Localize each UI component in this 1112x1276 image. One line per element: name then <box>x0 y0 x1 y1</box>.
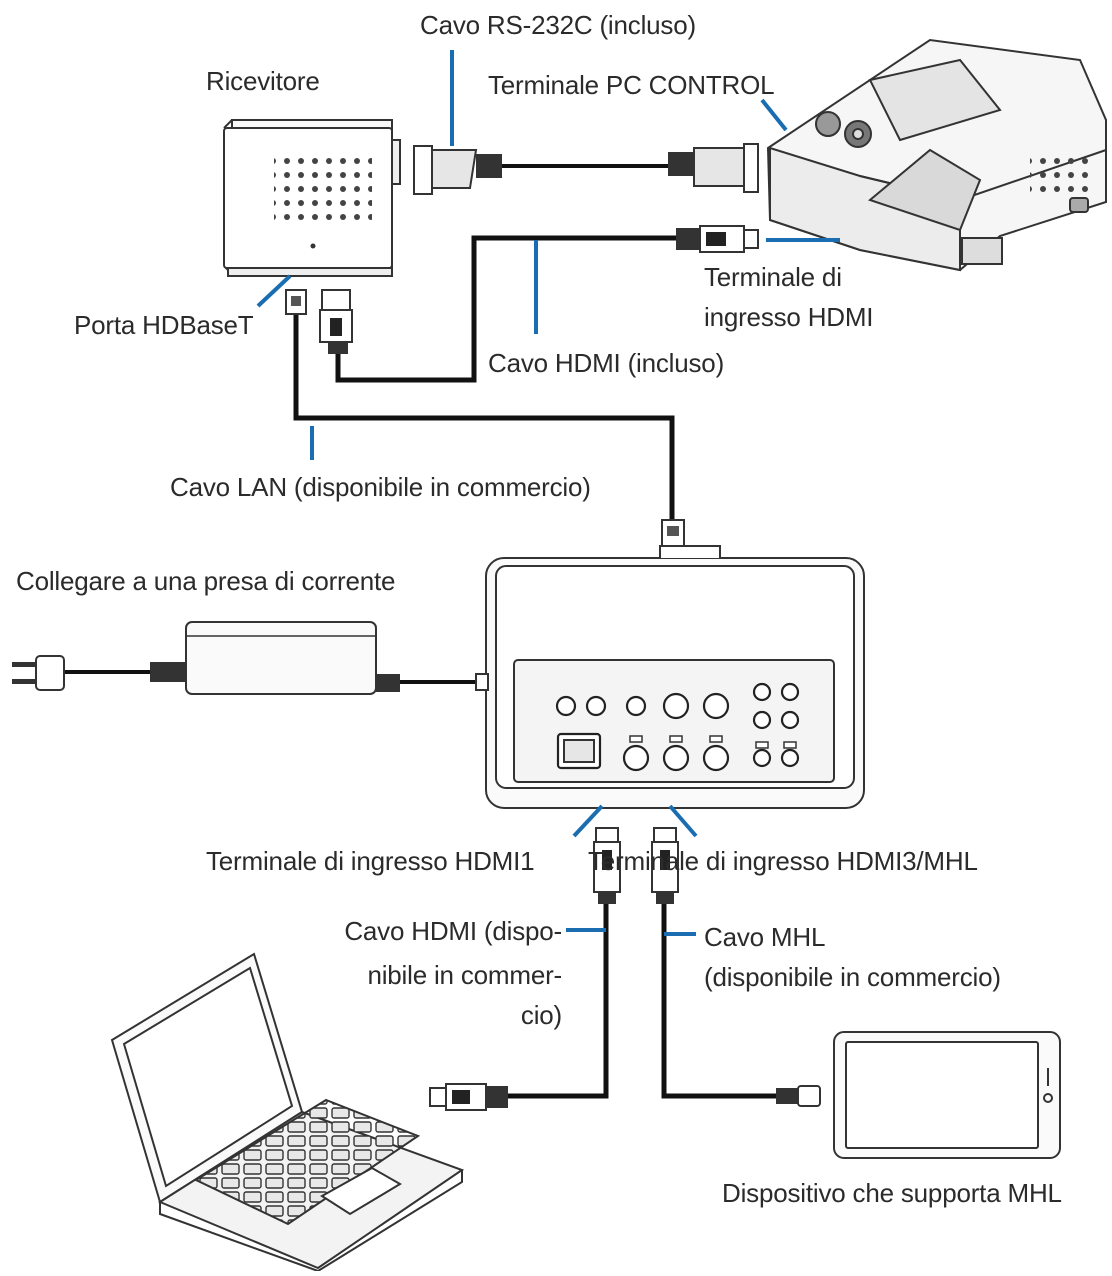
label-mhl-cable-2: (disponibile in commercio) <box>704 962 1001 992</box>
label-mhl-device: Dispositivo che supporta MHL <box>722 1178 1062 1208</box>
label-hdmi-cable-commercial-3: cio) <box>520 1000 562 1030</box>
mhl-cable <box>651 827 821 1107</box>
label-hdmi-cable-included: Cavo HDMI (incluso) <box>488 348 725 378</box>
label-hdmi-input-terminal-2: ingresso HDMI <box>704 302 874 332</box>
hdmi-cable-commercial <box>429 827 621 1111</box>
label-mhl-cable-1: Cavo MHL <box>704 922 826 952</box>
receiver-box <box>223 119 401 277</box>
label-hdmi3-mhl-input-terminal: Terminale di ingresso HDMI3/MHL <box>588 846 978 876</box>
label-hdbaset-port: Porta HDBaseT <box>74 310 254 340</box>
laptop <box>110 952 465 1273</box>
label-hdmi-cable-commercial-1: Cavo HDMI (dispo- <box>344 916 562 946</box>
rs232c-cable <box>413 143 759 195</box>
mhl-device <box>833 1031 1061 1159</box>
label-hdmi-cable-commercial-2: nibile in commer- <box>367 960 562 990</box>
label-power-outlet: Collegare a una presa di corrente <box>16 566 396 596</box>
transmitter-box <box>485 545 865 809</box>
label-pc-control-terminal: Terminale PC CONTROL <box>488 70 775 100</box>
label-hdmi1-input-terminal: Terminale di ingresso HDMI1 <box>206 846 535 876</box>
lan-cable <box>285 289 685 547</box>
hdmi-cable-included <box>319 225 759 383</box>
label-lan-cable: Cavo LAN (disponibile in commercio) <box>170 472 591 502</box>
label-receiver: Ricevitore <box>206 66 320 96</box>
power-adapter <box>12 621 489 695</box>
label-hdmi-input-terminal-1: Terminale di <box>704 262 842 292</box>
leader-lines <box>256 50 840 936</box>
label-rs232c-cable: Cavo RS-232C (incluso) <box>420 10 696 40</box>
projector <box>766 38 1107 272</box>
